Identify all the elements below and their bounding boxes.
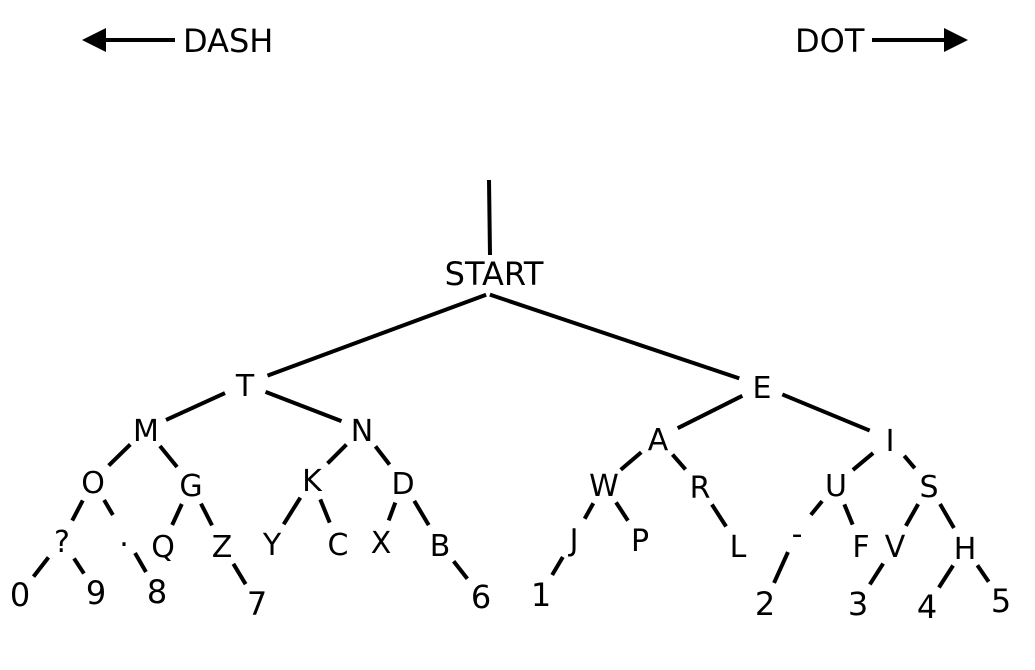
dash-direction-indicator: DASH bbox=[82, 22, 273, 60]
edge-D-to-X bbox=[386, 501, 398, 522]
edge-M-to-G bbox=[158, 444, 179, 469]
edge-D-to-B bbox=[412, 499, 431, 527]
node-9: 9 bbox=[86, 574, 106, 612]
edge-E-to-A bbox=[676, 394, 744, 430]
dot-label: DOT bbox=[795, 22, 865, 60]
node-X: X bbox=[371, 526, 392, 561]
node-dotO: . bbox=[119, 519, 129, 554]
node-I: I bbox=[886, 424, 895, 459]
edge-U-to-F bbox=[842, 503, 855, 526]
dash-label: DASH bbox=[183, 22, 273, 60]
edge-Q?-to-9 bbox=[72, 557, 86, 575]
edge-O-to-Q? bbox=[70, 499, 85, 522]
node-S: S bbox=[919, 470, 938, 505]
node-M: M bbox=[133, 414, 159, 449]
node-minus: - bbox=[792, 517, 803, 552]
edge-J-to-1 bbox=[550, 555, 565, 577]
edge-minus-to-2 bbox=[772, 551, 790, 584]
node-G: G bbox=[179, 469, 202, 504]
edge-dotO-to-8 bbox=[133, 552, 148, 573]
node-P: P bbox=[631, 524, 649, 559]
edge-S-to-H bbox=[938, 503, 956, 529]
edge-root-to-T bbox=[266, 292, 487, 378]
node-1: 1 bbox=[531, 576, 551, 614]
edge-R-to-L bbox=[710, 503, 728, 528]
node-Z: Z bbox=[212, 530, 233, 565]
node-W: W bbox=[589, 469, 619, 504]
edge-root-to-E bbox=[489, 292, 740, 381]
edge-N-to-D bbox=[373, 445, 392, 466]
node-B: B bbox=[430, 529, 451, 564]
node-Y: Y bbox=[262, 528, 282, 563]
edge-I-to-S bbox=[902, 454, 917, 470]
edge-T-to-M bbox=[165, 391, 226, 422]
node-8: 8 bbox=[147, 573, 167, 611]
edge-Q?-to-0 bbox=[31, 556, 51, 578]
node-Q: Q bbox=[151, 530, 175, 565]
node-J: J bbox=[568, 523, 579, 558]
node-C: C bbox=[328, 528, 349, 563]
node-Qx: ? bbox=[54, 525, 70, 560]
edge-G-to-Z bbox=[199, 502, 214, 527]
edge-G-to-Q bbox=[170, 503, 184, 526]
node-T: T bbox=[235, 369, 255, 404]
edge-I-to-U bbox=[851, 451, 875, 472]
edge-M-to-O bbox=[107, 442, 132, 468]
node-5: 5 bbox=[991, 582, 1011, 620]
node-L: L bbox=[730, 530, 747, 565]
node-4: 4 bbox=[917, 588, 937, 626]
edge-E-to-I bbox=[781, 392, 871, 433]
edge-T-to-N bbox=[264, 390, 343, 423]
edge-Z-to-7 bbox=[231, 562, 248, 586]
edge-H-to-4 bbox=[937, 564, 955, 589]
node-A: A bbox=[648, 423, 669, 458]
arrow-left-icon bbox=[82, 28, 175, 52]
edge-N-to-K bbox=[326, 443, 348, 465]
edge-O-to-dotO bbox=[102, 498, 115, 517]
node-2: 2 bbox=[755, 585, 775, 623]
node-6: 6 bbox=[471, 578, 491, 616]
edge-A-to-R bbox=[670, 453, 688, 471]
node-0: 0 bbox=[10, 576, 30, 614]
node-V: V bbox=[885, 530, 906, 565]
start-node: START bbox=[445, 255, 544, 293]
node-H: H bbox=[954, 532, 977, 567]
edge-H-to-5 bbox=[975, 564, 991, 583]
edge-S-to-V bbox=[904, 503, 920, 527]
node-U: U bbox=[825, 469, 847, 504]
node-K: K bbox=[302, 464, 323, 499]
node-F: F bbox=[852, 530, 869, 565]
edge-A-to-W bbox=[619, 450, 643, 472]
node-7: 7 bbox=[247, 585, 267, 623]
root-stem bbox=[487, 179, 492, 256]
edge-B-to-6 bbox=[452, 560, 469, 580]
edge-U-to-minus bbox=[809, 499, 824, 517]
edge-V-to-3 bbox=[868, 562, 885, 586]
edge-W-to-J bbox=[582, 502, 596, 520]
edge-W-to-P bbox=[614, 501, 630, 522]
node-E: E bbox=[753, 371, 772, 406]
dot-direction-indicator: DOT bbox=[795, 22, 968, 60]
node-R: R bbox=[690, 471, 711, 506]
edge-K-to-C bbox=[318, 498, 332, 524]
arrow-right-icon bbox=[872, 28, 968, 52]
node-D: D bbox=[391, 467, 414, 502]
tree-edges bbox=[31, 292, 991, 589]
node-3: 3 bbox=[848, 585, 868, 623]
node-O: O bbox=[81, 466, 105, 501]
node-N: N bbox=[351, 414, 373, 449]
edge-K-to-Y bbox=[281, 496, 303, 526]
